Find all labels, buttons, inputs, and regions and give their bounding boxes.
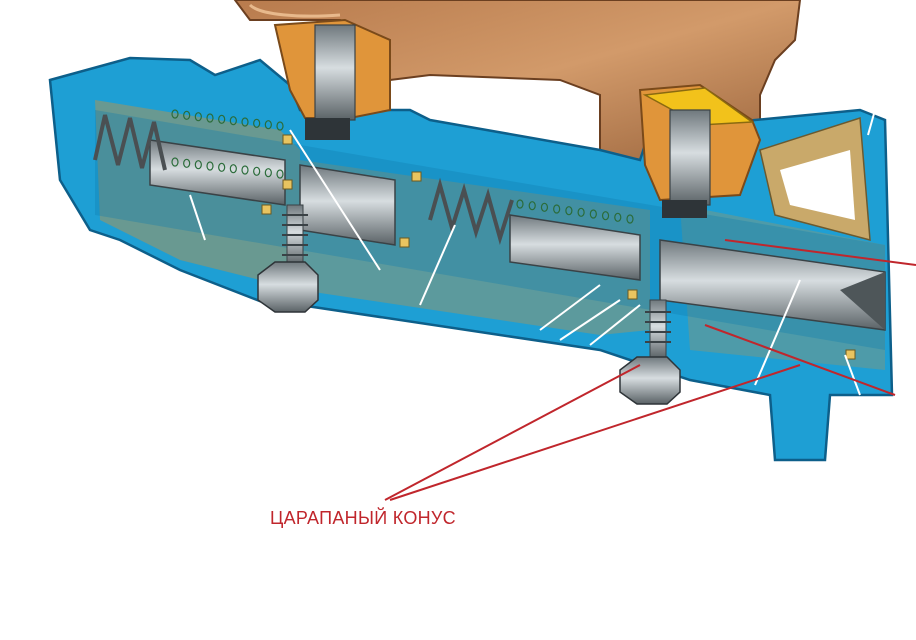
spring-coil	[194, 112, 202, 122]
spring-coil	[276, 121, 284, 131]
spring-coil	[528, 201, 536, 211]
spring-coil	[206, 161, 214, 171]
bleed-screw-left	[257, 204, 319, 313]
spring-coil	[206, 113, 214, 123]
reservoir-fitting-left	[273, 18, 391, 140]
spring-coils	[171, 109, 634, 272]
primary-piston	[149, 139, 396, 246]
spring-coil	[276, 169, 284, 179]
spring-coil	[264, 120, 272, 130]
spring-coil	[194, 160, 202, 170]
seal-ring-icon	[261, 134, 856, 360]
spring-icon	[93, 114, 514, 246]
spring-coil	[565, 206, 573, 216]
spring-coil	[218, 114, 226, 124]
spring-coil	[241, 117, 249, 127]
spring-coil	[241, 165, 249, 175]
spring-coil	[183, 110, 191, 120]
spring-coil	[553, 204, 561, 214]
spring-coil	[229, 164, 237, 174]
annotation-lines	[384, 239, 916, 501]
spring-coil	[540, 202, 549, 212]
reservoir-fitting-right	[638, 83, 762, 218]
leader-lines	[189, 109, 876, 396]
spring-coil	[601, 211, 610, 221]
spring-coil	[171, 109, 179, 119]
spring-coil	[183, 158, 191, 168]
spring-coil	[626, 214, 634, 224]
spring-coil	[253, 166, 261, 176]
spring-coil	[614, 212, 622, 222]
spring-coil	[264, 168, 272, 178]
spring-coil	[253, 118, 261, 128]
secondary-piston	[509, 214, 886, 331]
callout-label: ЦАРАПАНЫЙ КОНУС	[270, 508, 456, 528]
spring-coil	[516, 199, 524, 209]
spring-coil	[589, 209, 597, 219]
spring-coil	[171, 157, 179, 167]
spring-coil	[218, 162, 226, 172]
spring-coil	[229, 116, 237, 126]
spring-coil	[577, 207, 585, 217]
